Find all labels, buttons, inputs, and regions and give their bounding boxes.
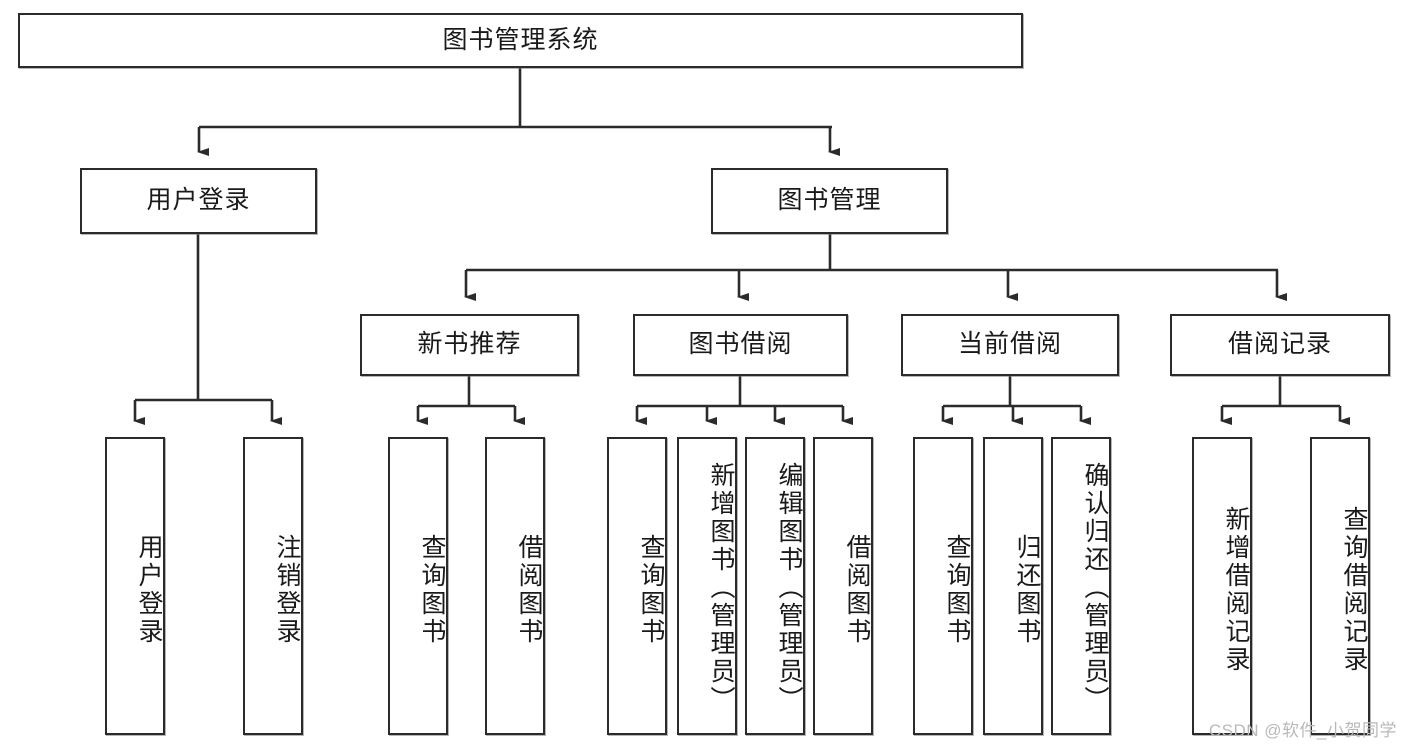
node-borrow-record-label: 借阅记录 [1227, 330, 1332, 359]
node-current-borrow-label: 当前借阅 [957, 330, 1062, 359]
node-cb-query-book[interactable]: 查询图书 [913, 437, 973, 735]
node-borrow-record[interactable]: 借阅记录 [1170, 314, 1390, 376]
node-cb-return-book-label: 归还图书 [1013, 534, 1041, 646]
node-user-login-do[interactable]: 用户登录 [105, 437, 165, 735]
node-book-borrow[interactable]: 图书借阅 [633, 314, 848, 376]
node-book-manage-label: 图书管理 [777, 186, 882, 215]
node-bb-add-book-label: 新增图书（管理员） [707, 462, 735, 714]
node-nbr-borrow-book-label: 借阅图书 [515, 534, 543, 646]
node-user-login[interactable]: 用户登录 [80, 168, 317, 234]
node-user-login-label: 用户登录 [146, 186, 251, 215]
node-user-logout-label: 注销登录 [273, 534, 301, 646]
node-cb-confirm-return-label: 确认归还（管理员） [1081, 462, 1109, 714]
node-cb-confirm-return[interactable]: 确认归还（管理员） [1051, 437, 1111, 735]
node-bb-edit-book[interactable]: 编辑图书（管理员） [745, 437, 805, 735]
csdn-watermark: CSDN @软件_小贺同学 [1208, 721, 1397, 740]
node-br-add-record[interactable]: 新增借阅记录 [1192, 437, 1252, 735]
node-new-book-recommend-label: 新书推荐 [417, 330, 522, 359]
node-bb-query-book[interactable]: 查询图书 [607, 437, 667, 735]
node-bb-add-book[interactable]: 新增图书（管理员） [677, 437, 737, 735]
node-user-logout[interactable]: 注销登录 [243, 437, 303, 735]
node-br-add-record-label: 新增借阅记录 [1222, 506, 1250, 674]
node-cb-return-book[interactable]: 归还图书 [983, 437, 1043, 735]
node-nbr-query-book-label: 查询图书 [418, 534, 446, 646]
node-br-query-record-label: 查询借阅记录 [1340, 506, 1368, 674]
node-book-manage[interactable]: 图书管理 [711, 168, 948, 234]
node-br-query-record[interactable]: 查询借阅记录 [1310, 437, 1370, 735]
node-bb-query-book-label: 查询图书 [637, 534, 665, 646]
node-root-label: 图书管理系统 [442, 25, 599, 54]
node-current-borrow[interactable]: 当前借阅 [901, 314, 1119, 376]
node-cb-query-book-label: 查询图书 [943, 534, 971, 646]
node-bb-borrow-book-label: 借阅图书 [843, 534, 871, 646]
node-root[interactable]: 图书管理系统 [18, 13, 1023, 68]
node-bb-borrow-book[interactable]: 借阅图书 [813, 437, 873, 735]
node-bb-edit-book-label: 编辑图书（管理员） [775, 462, 803, 714]
node-book-borrow-label: 图书借阅 [688, 330, 793, 359]
node-nbr-query-book[interactable]: 查询图书 [388, 437, 448, 735]
node-user-login-do-label: 用户登录 [135, 534, 163, 646]
node-nbr-borrow-book[interactable]: 借阅图书 [485, 437, 545, 735]
node-new-book-recommend[interactable]: 新书推荐 [360, 314, 579, 376]
